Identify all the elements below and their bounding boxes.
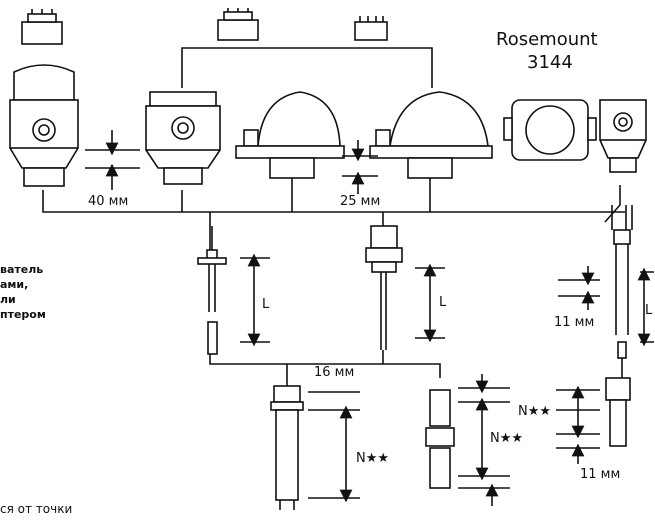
housing-tall (9, 64, 79, 187)
sensor-1 (197, 226, 227, 355)
side-note-line-1: ватель (0, 263, 44, 276)
terminal-block-3 (354, 16, 388, 41)
dimension-length-l-1: L (262, 297, 270, 312)
side-note-line-4: птером (0, 308, 46, 321)
thermowell-1 (270, 385, 304, 510)
housing-small (599, 99, 647, 173)
bottom-note: ся от точки (0, 502, 73, 516)
thermowell-2 (425, 389, 455, 489)
connection-head-1 (235, 91, 345, 179)
sensor-3 (611, 205, 633, 378)
dimension-gap-16: 16 мм (314, 365, 355, 380)
dimension-gap-11-bottom: 11 мм (580, 467, 621, 482)
dimension-gap-40: 40 мм (88, 194, 129, 209)
housing-standard (145, 91, 221, 185)
dimension-length-l-3: L (645, 303, 653, 318)
dimension-n-3: N★★ (518, 404, 552, 419)
dimension-lines (85, 130, 654, 506)
connection-head-2 (369, 91, 493, 179)
dimension-gap-25: 25 мм (340, 194, 381, 209)
side-note-line-3: ли (0, 293, 16, 306)
terminal-block-1 (21, 9, 63, 45)
dimension-n-1: N★★ (356, 451, 390, 466)
dimension-n-2: N★★ (490, 431, 524, 446)
rosemount-housing (503, 99, 597, 161)
brand-model: 3144 (527, 52, 573, 73)
side-note: ватель ами, ли птером (0, 262, 46, 322)
thermowell-3 (605, 377, 631, 447)
sensor-2 (365, 225, 403, 350)
connection-lines (42, 47, 625, 386)
dimension-length-l-2: L (439, 295, 447, 310)
terminal-block-2 (217, 8, 259, 41)
brand-name: Rosemount (496, 29, 598, 50)
dimension-gap-11-top: 11 мм (554, 315, 595, 330)
side-note-line-2: ами, (0, 278, 29, 291)
